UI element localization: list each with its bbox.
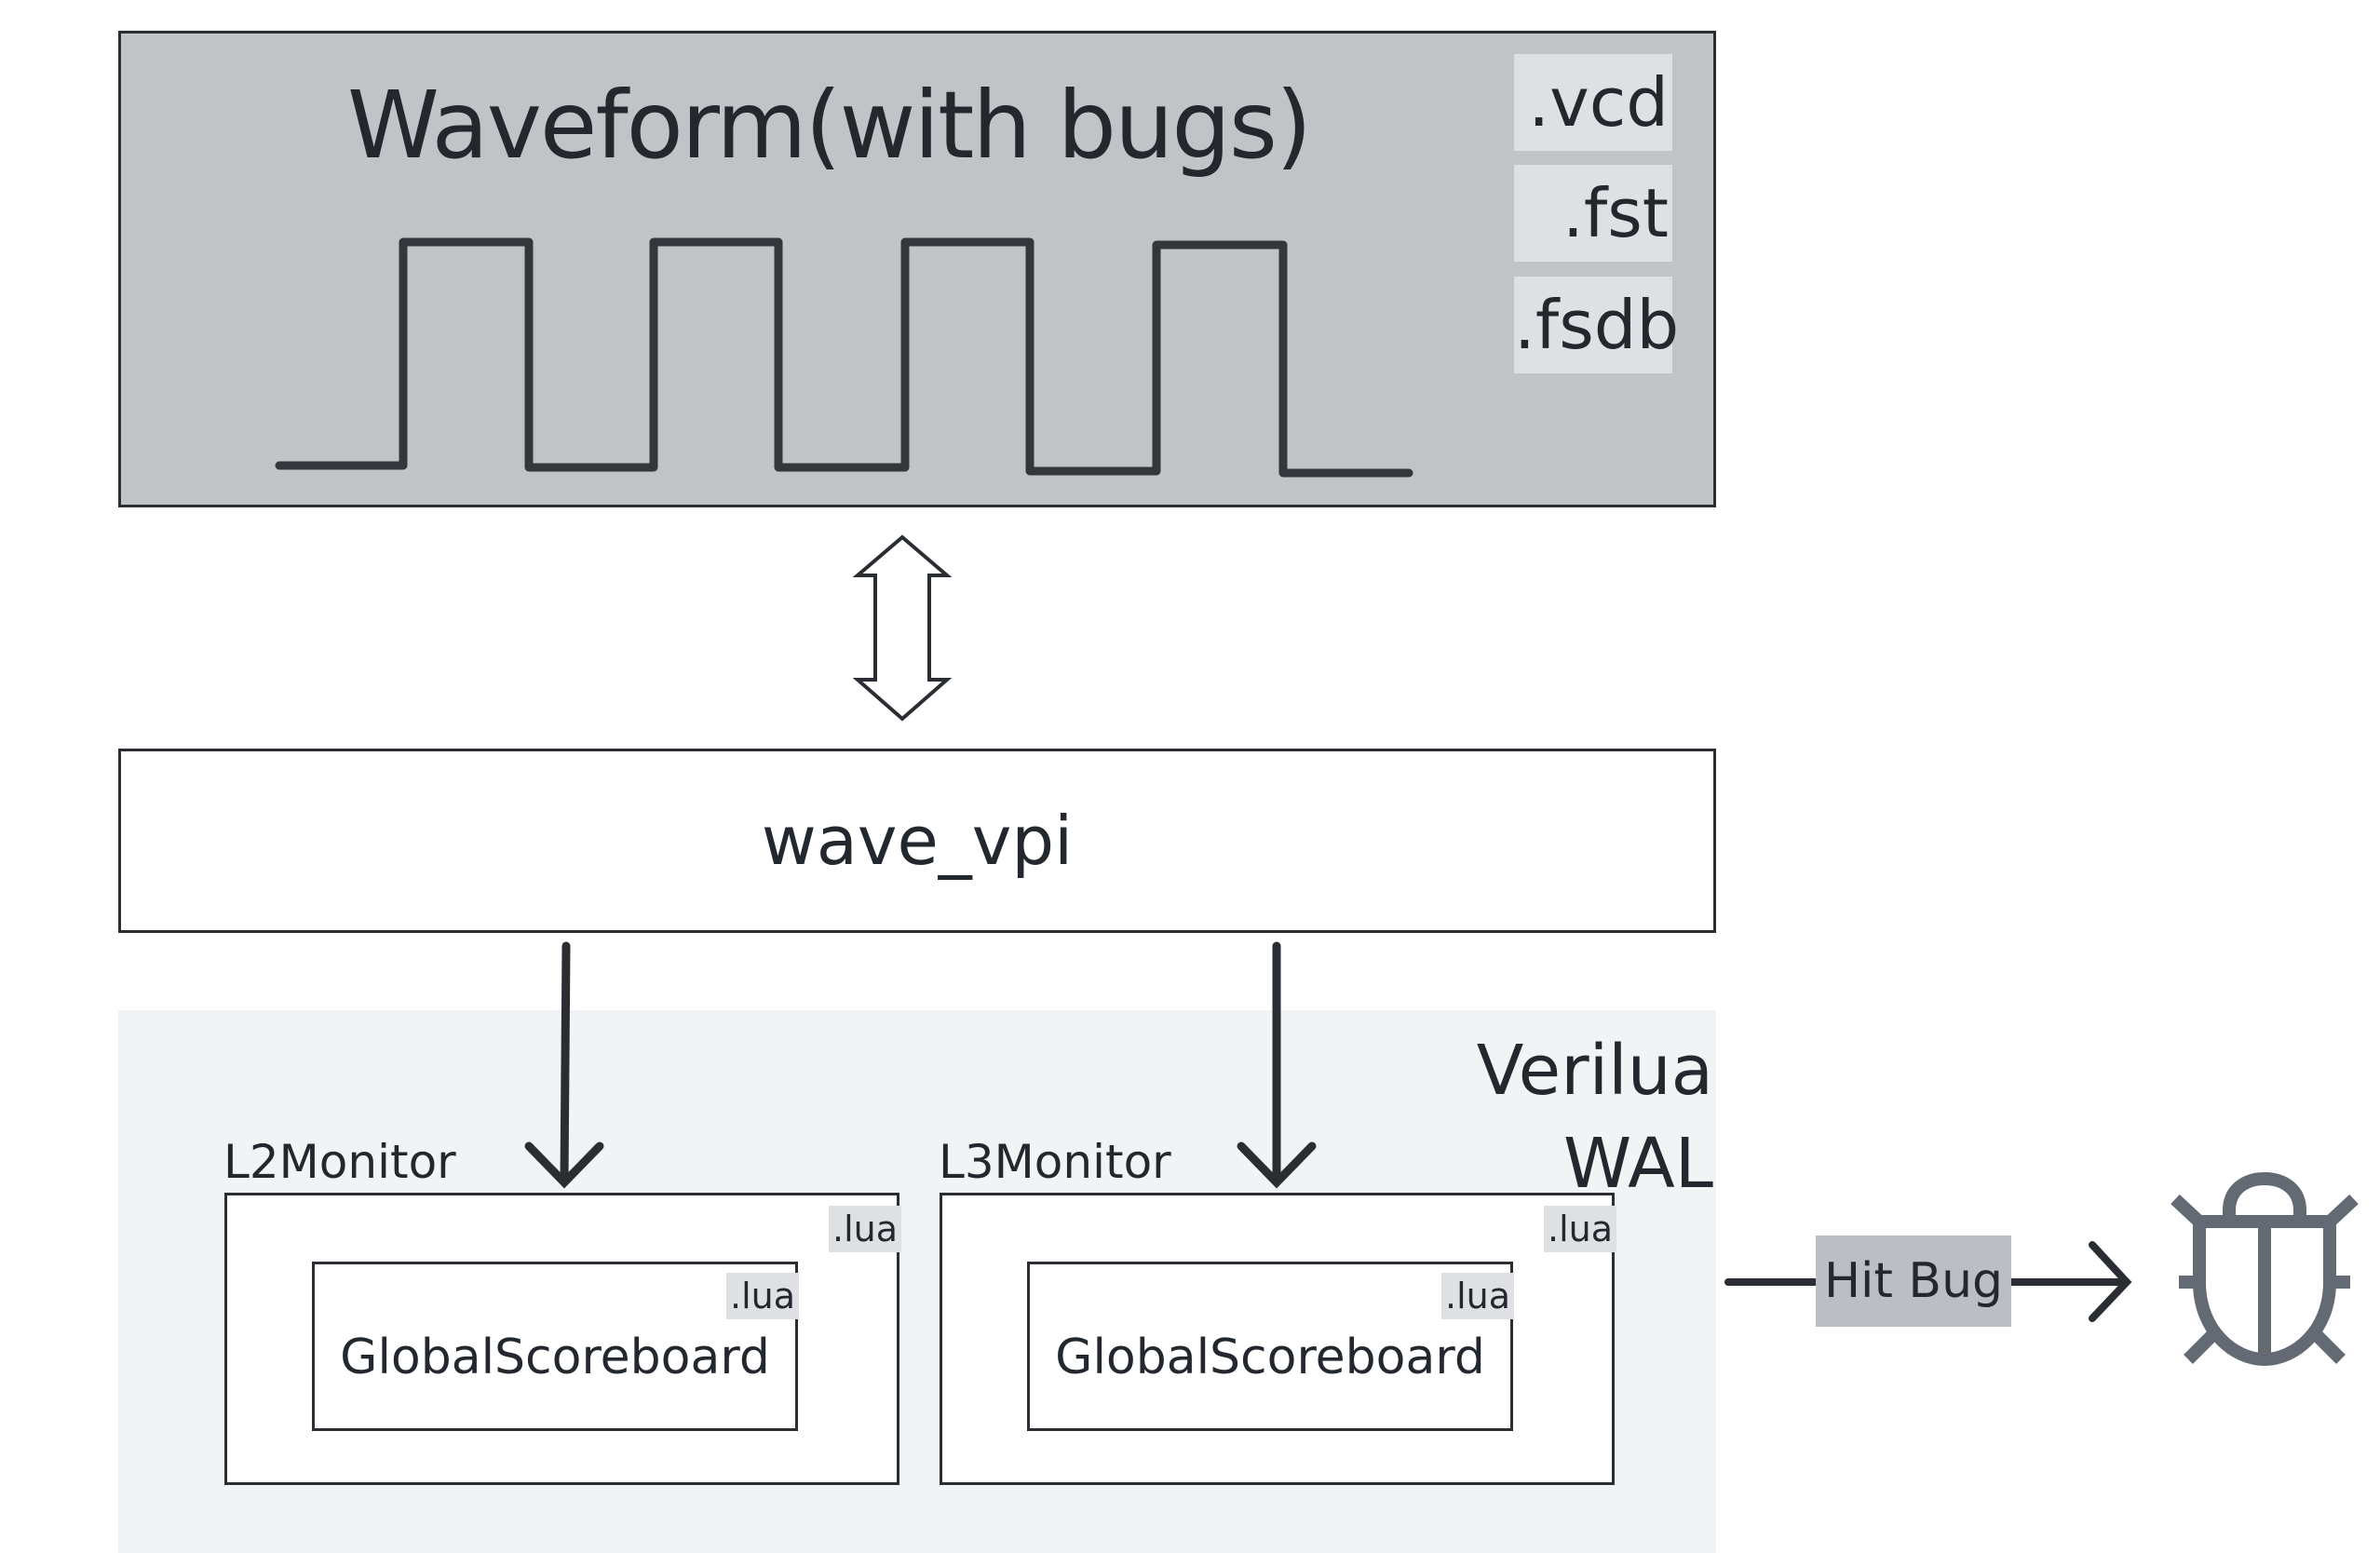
double-arrow-icon — [852, 534, 953, 722]
l2-monitor-lua-tag: .lua — [829, 1206, 902, 1252]
l2-global-scoreboard-box: GlobalScoreboard — [312, 1262, 798, 1431]
l3-global-scoreboard-label: GlobalScoreboard — [1055, 1330, 1485, 1385]
waveform-title: Waveform(with bugs) — [346, 71, 1312, 180]
format-tag-fst: .fst — [1514, 165, 1672, 262]
wave-vpi-label: wave_vpi — [761, 802, 1074, 880]
verilua-wal-label: Verilua WAL — [1476, 1031, 1713, 1204]
l3-monitor-label: L3Monitor — [939, 1135, 1171, 1189]
hit-bug-arrow — [1724, 1241, 2132, 1322]
l3-global-scoreboard-box: GlobalScoreboard — [1027, 1262, 1513, 1431]
format-tag-vcd: .vcd — [1514, 54, 1672, 151]
l2-monitor-label: L2Monitor — [223, 1135, 456, 1189]
arrow-to-l3-monitor — [1237, 941, 1317, 1189]
l2-scoreboard-lua-tag: .lua — [726, 1273, 800, 1319]
wave-vpi-box: wave_vpi — [118, 749, 1716, 933]
hit-bug-text: Hit Bug — [1823, 1253, 2004, 1309]
format-tag-fsdb: .fsdb — [1514, 277, 1679, 373]
l3-monitor-lua-tag: .lua — [1544, 1206, 1617, 1252]
hit-bug-label: Hit Bug — [1816, 1236, 2011, 1327]
l3-scoreboard-lua-tag: .lua — [1441, 1273, 1515, 1319]
waveform-panel — [118, 31, 1716, 507]
l2-global-scoreboard-label: GlobalScoreboard — [340, 1330, 770, 1385]
waveform-signal — [275, 237, 1413, 478]
bug-icon — [2170, 1171, 2359, 1367]
arrow-to-l2-monitor — [524, 941, 604, 1189]
